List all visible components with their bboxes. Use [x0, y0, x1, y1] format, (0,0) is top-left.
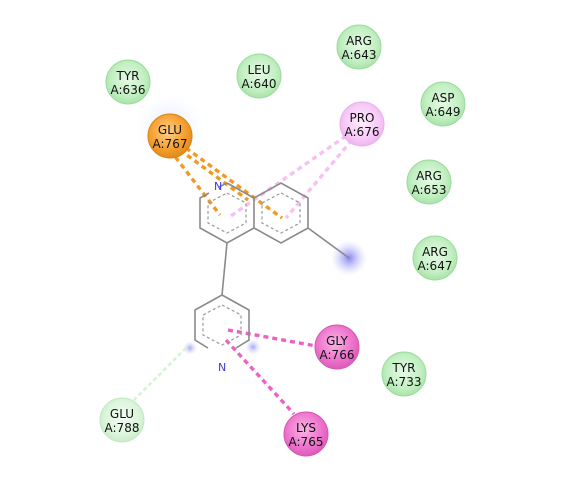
- pi-sigma-line: [227, 328, 317, 348]
- residue-number: A:765: [289, 435, 324, 449]
- pyridine-bond: [221, 294, 250, 349]
- residue-circle: [336, 24, 382, 70]
- residue-number: A:767: [153, 137, 188, 151]
- residue-circle: [283, 411, 329, 457]
- aromatic-ring-a: [207, 192, 247, 234]
- residue-number: A:649: [426, 105, 461, 119]
- residue-name: GLU: [110, 407, 134, 421]
- pi-alkyl-line: [227, 134, 347, 220]
- aromatic-ring-b: [261, 192, 301, 234]
- residue-number: A:788: [105, 421, 140, 435]
- residue-name: LYS: [296, 421, 316, 435]
- vdw-line: [127, 347, 187, 407]
- residue-number: A:647: [418, 259, 453, 273]
- residue-name: ARG: [346, 34, 372, 48]
- aromatic-ring-c: [202, 304, 242, 346]
- interaction-lines: [127, 134, 354, 416]
- pi-alkyl-line: [284, 138, 354, 220]
- residue-number: A:676: [345, 125, 380, 139]
- residue-circle: [381, 351, 427, 397]
- residue-number: A:653: [412, 183, 447, 197]
- quinoline-bond: [253, 182, 309, 244]
- pi-sigma-line: [224, 338, 296, 416]
- residue-name: ARG: [422, 245, 448, 259]
- residue-name: TYR: [392, 361, 416, 375]
- residue-number: A:643: [342, 48, 377, 62]
- residue-number: A:640: [242, 77, 277, 91]
- pyridine-bond: [194, 294, 223, 349]
- residue-circle: [147, 113, 193, 159]
- atom-n-pyridine: N: [218, 361, 226, 374]
- pi-anion-line: [168, 148, 222, 217]
- pi-anion-line: [184, 146, 284, 220]
- residue-circle: [314, 324, 360, 370]
- residue-circle: [420, 81, 466, 127]
- ligand: N N: [194, 180, 350, 374]
- residue-name: GLY: [326, 334, 348, 348]
- quinoline-bond: [218, 182, 228, 188]
- residue-name: ARG: [416, 169, 442, 183]
- atom-n-quinoline: N: [214, 180, 222, 193]
- biaryl-bond: [221, 242, 228, 296]
- residue-circle: [406, 159, 452, 205]
- residue-circle: [339, 101, 385, 147]
- residue-name: GLU: [158, 123, 182, 137]
- halo-pyr-right: [245, 339, 261, 355]
- methyl-bond: [307, 227, 350, 259]
- residue-number: A:766: [320, 348, 355, 362]
- residue-circle: [236, 53, 282, 99]
- residue-name: LEU: [247, 63, 270, 77]
- residue-number: A:636: [111, 83, 146, 97]
- residue-name: TYR: [116, 69, 140, 83]
- residue-name: PRO: [349, 111, 374, 125]
- residue-circle: [412, 235, 458, 281]
- residue-circle: [105, 59, 151, 105]
- halo-pyr-n-left: [183, 341, 197, 355]
- residue-number: A:733: [387, 375, 422, 389]
- residue-circle: [99, 397, 145, 443]
- residue-layer: TYRA:636LEUA:640ARGA:643ASPA:649GLUA:767…: [99, 24, 466, 457]
- residue-name: ASP: [431, 91, 454, 105]
